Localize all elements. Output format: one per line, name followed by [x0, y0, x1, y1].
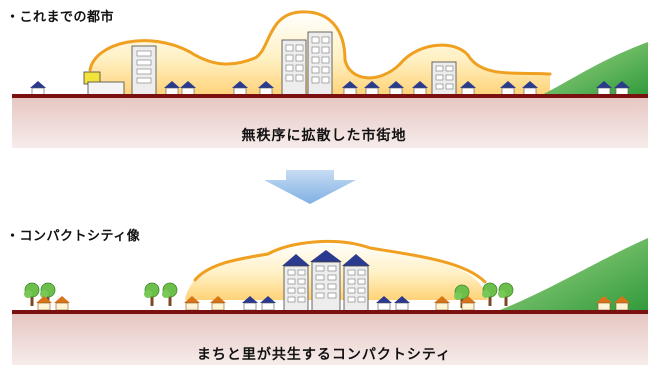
building-tower-b	[307, 31, 333, 96]
building-compact-2	[310, 250, 342, 312]
sprawl-outline	[88, 10, 552, 80]
ground-line-top	[12, 94, 648, 98]
compact-ground-label: まちと里が共生するコンパクトシティ	[196, 347, 452, 363]
building-tall-1	[131, 45, 157, 96]
ground-band-bottom	[12, 313, 648, 365]
current-city-heading: ・これまでの都市	[6, 10, 115, 25]
sprawl-ground-label: 無秩序に拡散した市街地	[241, 128, 407, 144]
top-scene	[12, 10, 648, 148]
down-arrow	[264, 170, 356, 204]
building-compact-3	[342, 254, 370, 312]
compact-outline	[193, 239, 487, 284]
ground-line-bottom	[12, 310, 648, 314]
bottom-scene	[12, 238, 648, 365]
building-mid	[431, 61, 457, 96]
building-compact-1	[282, 254, 310, 312]
building-tower-a	[281, 39, 307, 96]
compact-city-heading: ・コンパクトシティ像	[6, 229, 141, 244]
building-yellow	[83, 71, 125, 96]
hill	[540, 42, 648, 96]
ground-band-top	[12, 96, 648, 148]
hill-bottom	[500, 238, 648, 312]
